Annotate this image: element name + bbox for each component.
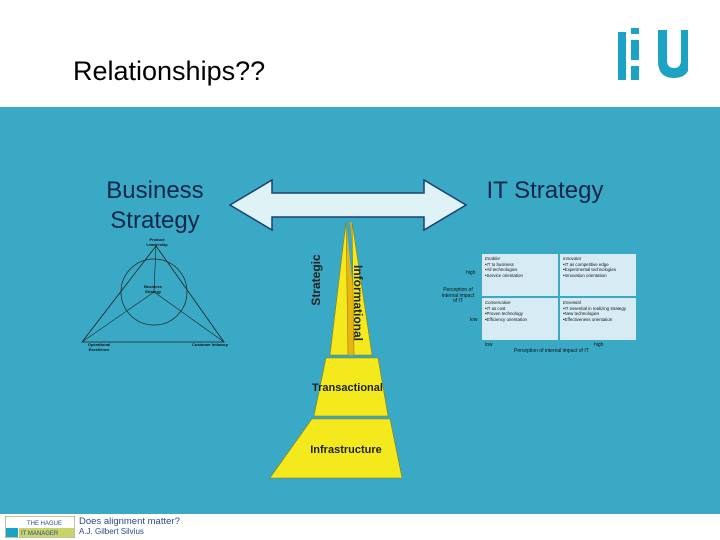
matrix-cell-essential: Essential •IT essential in realizing str… <box>560 298 636 340</box>
cell-line: •IT as cost <box>485 305 506 311</box>
triangle-top-label: Product Leadership <box>146 237 168 247</box>
pyramid-infrastructure-label: Infrastructure <box>310 444 382 456</box>
hu-logo-icon <box>618 28 688 80</box>
footer-line-1: Does alignment matter? <box>79 516 180 527</box>
cell-title: Enabler <box>485 256 501 261</box>
it-role-matrix: Enabler •IT to business •All technologie… <box>482 254 636 340</box>
cell-line: •All technologies <box>485 267 518 273</box>
slide-title: Relationships?? <box>73 56 266 86</box>
cell-line: •IT to business <box>485 261 514 267</box>
triangle-center-label: Business Strategy <box>144 284 162 294</box>
cell-line: •Efficiency orientation <box>485 316 527 322</box>
cell-line: •Proven technology <box>485 311 523 317</box>
cell-line: •New technologies <box>563 311 600 317</box>
pyramid-informational-label: Informational <box>351 264 365 341</box>
cell-line: •IT essential in realizing strategy <box>563 305 626 311</box>
logo-top-text: THE HAGUE <box>27 521 62 527</box>
cell-title: Innovator <box>563 256 582 261</box>
footer-line-2: A.J. Gilbert Silvius <box>79 527 144 536</box>
pyramid-strategic-label: Strategic <box>309 254 323 306</box>
double-arrow-icon <box>228 178 468 232</box>
matrix-y-axis-label: Perception of internal impact of IT <box>441 287 475 304</box>
footer-bar <box>0 514 720 540</box>
triangle-left-label: Operational Excellence <box>87 342 111 352</box>
it-strategy-label: IT Strategy <box>486 177 604 204</box>
cell-line: •Innovation orientation <box>563 272 607 278</box>
pyramid-transactional-label: Transactional <box>312 382 383 394</box>
matrix-cell-conservative: Conservative •IT as cost •Proven technol… <box>482 298 558 340</box>
matrix-cell-innovator: Innovator •IT as competitive edge •Exper… <box>560 254 636 296</box>
cell-title: Conservative <box>485 300 511 305</box>
matrix-x-high: high <box>594 342 604 348</box>
cell-line: •Effectiveness orientation <box>563 316 613 322</box>
matrix-x-low: low <box>485 342 493 348</box>
triangle-right-label: Customer Intimacy <box>192 342 229 347</box>
cell-line: •Service orientation <box>485 272 523 278</box>
matrix-cell-enabler: Enabler •IT to business •All technologie… <box>482 254 558 296</box>
cell-line: •Experimental technologies <box>563 267 617 273</box>
matrix-y-low: low <box>470 317 478 323</box>
it-pyramid-diagram <box>269 221 403 479</box>
business-strategy-label: Business Strategy <box>106 177 204 234</box>
matrix-y-high: high <box>466 270 476 276</box>
cell-title: Essential <box>563 300 581 305</box>
matrix-x-axis-label: Perception of internal impact of IT <box>514 348 589 354</box>
cell-line: •IT as competitive edge <box>563 261 609 267</box>
logo-bottom-text: IT MANAGER <box>21 531 59 537</box>
business-triangle-diagram <box>81 245 225 343</box>
hague-it-manager-logo-icon: THE HAGUE IT MANAGER <box>5 516 75 538</box>
